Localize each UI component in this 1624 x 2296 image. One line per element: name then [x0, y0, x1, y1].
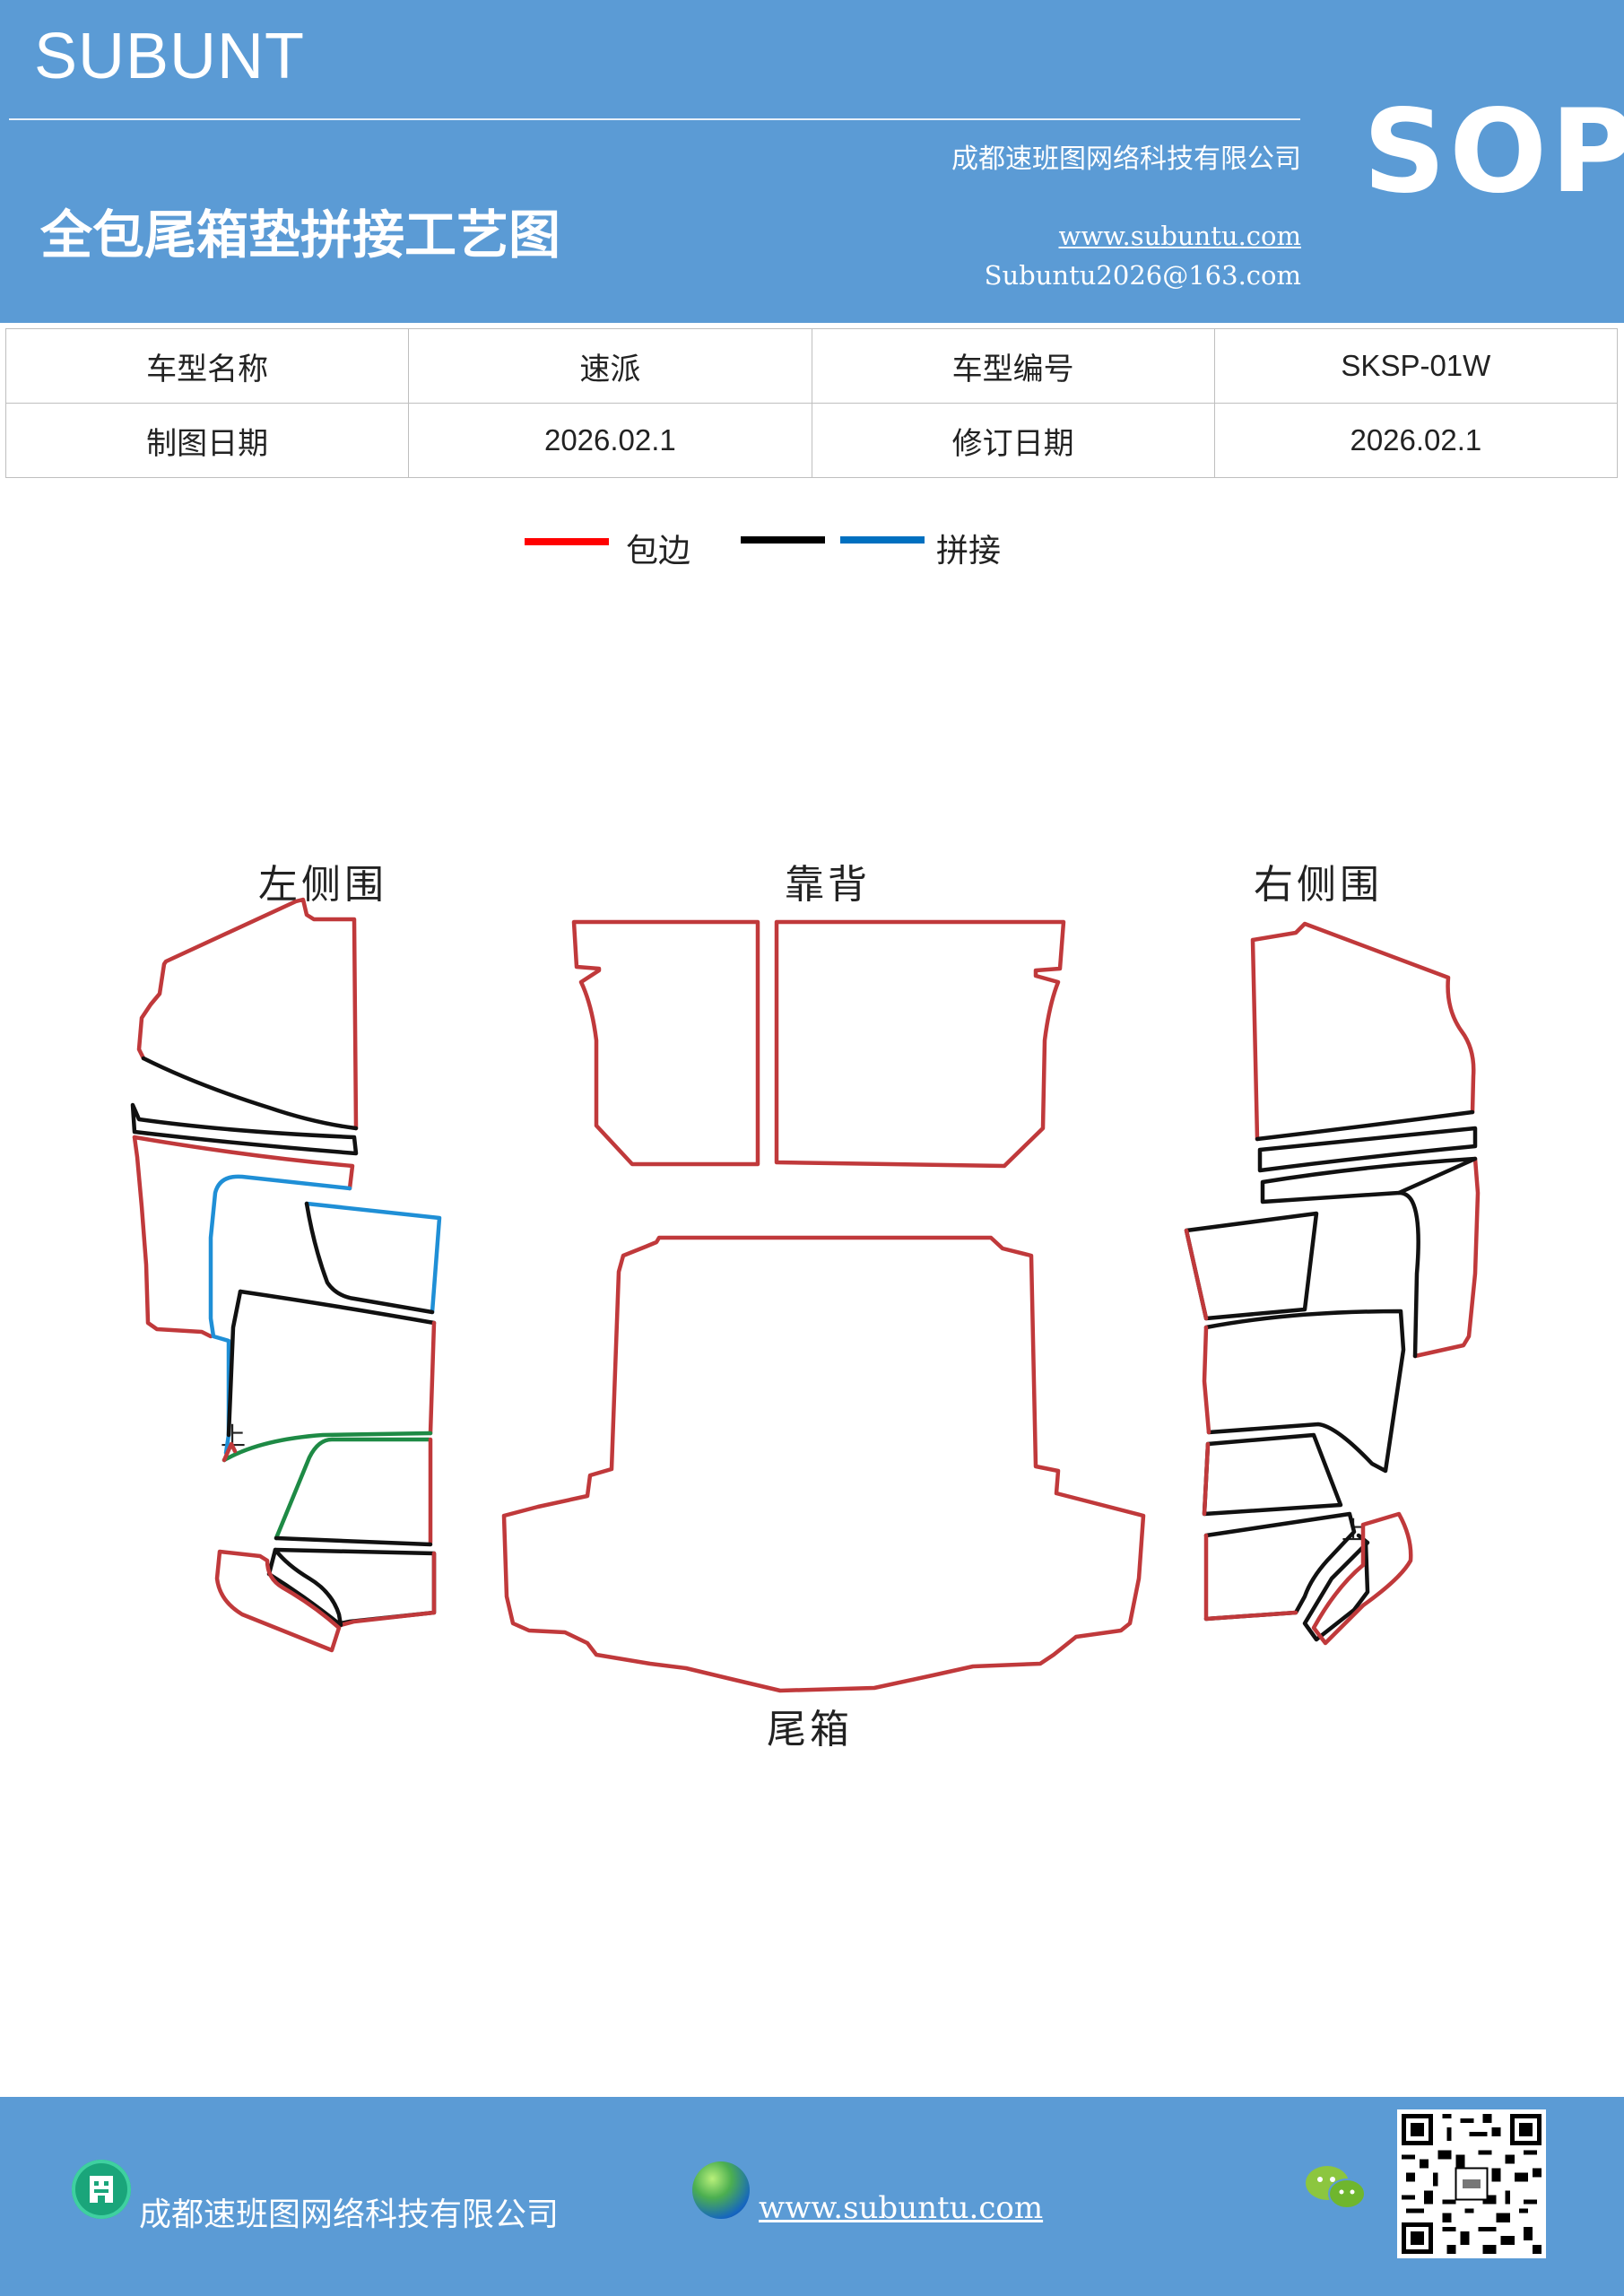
right-mid-piece: [1203, 1309, 1406, 1474]
seat-back-right-panel: [774, 919, 1066, 1169]
right-corner-red: [1311, 1511, 1413, 1646]
left-red-tip: [221, 1441, 238, 1463]
right-lower-seam-top: [1260, 1156, 1478, 1205]
right-strip-1: [1257, 1126, 1478, 1173]
model-name-value: 速派: [408, 328, 812, 404]
left-green-splice: [221, 1431, 433, 1463]
table-row: 制图日期 2026.02.1 修订日期 2026.02.1: [4, 403, 1619, 478]
revise-date-label: 修订日期: [811, 403, 1215, 478]
globe-icon: [692, 2161, 750, 2219]
left-corner-red: [214, 1549, 342, 1653]
legend-label-splice: 拼接: [936, 533, 1002, 570]
wechat-icon[interactable]: [1302, 2160, 1368, 2215]
left-green-splice-2: [274, 1437, 431, 1541]
right-lower-red: [1412, 1156, 1481, 1359]
sop-badge: SOP: [1363, 85, 1624, 219]
left-upper-piece: [304, 1201, 442, 1315]
right-panel-top-seam: [1255, 1109, 1475, 1142]
header-company: 成都速班图网络科技有限公司: [951, 144, 1301, 175]
label-right-side-panel: 右侧围: [1254, 862, 1383, 908]
header-divider: [9, 118, 1300, 120]
right-bottom-piece-red: [1203, 1533, 1298, 1622]
left-bottom-seam: [273, 1547, 437, 1626]
vehicle-info-table: 车型名称 速派 车型编号 SKSP-01W 制图日期 2026.02.1 修订日…: [4, 328, 1619, 478]
left-bottom-corner: [266, 1547, 343, 1628]
label-seat-back: 靠背: [785, 862, 871, 908]
qr-code-icon: [1397, 2109, 1546, 2258]
trunk-floor-panel: [501, 1235, 1146, 1693]
right-upper-piece-red: [1184, 1228, 1209, 1321]
footer-company: 成都速班图网络科技有限公司: [139, 2196, 560, 2233]
footer-website-link[interactable]: www.subuntu.com: [759, 2190, 1044, 2226]
left-bottom-red: [338, 1551, 437, 1628]
footer-banner: 成都速班图网络科技有限公司 www.subuntu.com: [0, 2097, 1624, 2296]
left-lower-red-top: [132, 1135, 355, 1191]
right-mid-piece-red: [1202, 1325, 1211, 1435]
seat-back-left-panel: [571, 919, 760, 1167]
left-lower-red: [132, 1135, 213, 1339]
table-row: 车型名称 速派 车型编号 SKSP-01W: [4, 328, 1619, 404]
model-code-label: 车型编号: [811, 328, 1215, 404]
header-email: Subuntu2026@163.com: [984, 260, 1301, 291]
legend-blue-line: [840, 536, 925, 544]
legend-red-line: [525, 538, 609, 545]
right-panel-top-red: [1250, 921, 1476, 1142]
label-trunk: 尾箱: [767, 1707, 853, 1752]
left-panel-top-seam: [141, 1056, 359, 1131]
model-name-label: 车型名称: [4, 328, 410, 404]
legend-label-edge: 包边: [626, 533, 691, 570]
building-icon-glyph: [90, 2176, 113, 2203]
right-lower-piece: [1202, 1432, 1343, 1517]
right-mid-seam: [1396, 1190, 1420, 1359]
label-left-side-panel: 左侧围: [258, 862, 387, 908]
legend-black-line: [741, 536, 825, 544]
right-bottom-piece: [1203, 1511, 1357, 1622]
right-upper-piece: [1184, 1211, 1319, 1321]
model-code-value: SKSP-01W: [1213, 328, 1619, 404]
left-strip-1: [130, 1102, 359, 1156]
brand-name: SUBUNT: [34, 21, 306, 92]
left-mid-red-right: [428, 1320, 437, 1436]
left-panel-top-red: [136, 897, 359, 1131]
qr-code-pattern: [1402, 2114, 1541, 2254]
left-blue-splice: [208, 1174, 352, 1456]
left-mid-seam-top: [238, 1289, 437, 1326]
revise-date-value: 2026.02.1: [1213, 403, 1619, 478]
header-banner: SUBUNT 成都速班图网络科技有限公司 全包尾箱垫拼接工艺图 www.subu…: [0, 0, 1624, 323]
left-lower-seam: [274, 1535, 433, 1547]
left-mid-seam-lower: [226, 1289, 243, 1438]
header-website-link[interactable]: www.subuntu.com: [1058, 221, 1301, 251]
document-title: 全包尾箱垫拼接工艺图: [40, 204, 561, 265]
building-icon: [72, 2160, 131, 2219]
left-upper-piece-seam: [304, 1201, 435, 1315]
right-lower-piece-red: [1202, 1441, 1211, 1517]
draw-date-label: 制图日期: [4, 403, 410, 478]
draw-date-value: 2026.02.1: [408, 403, 812, 478]
